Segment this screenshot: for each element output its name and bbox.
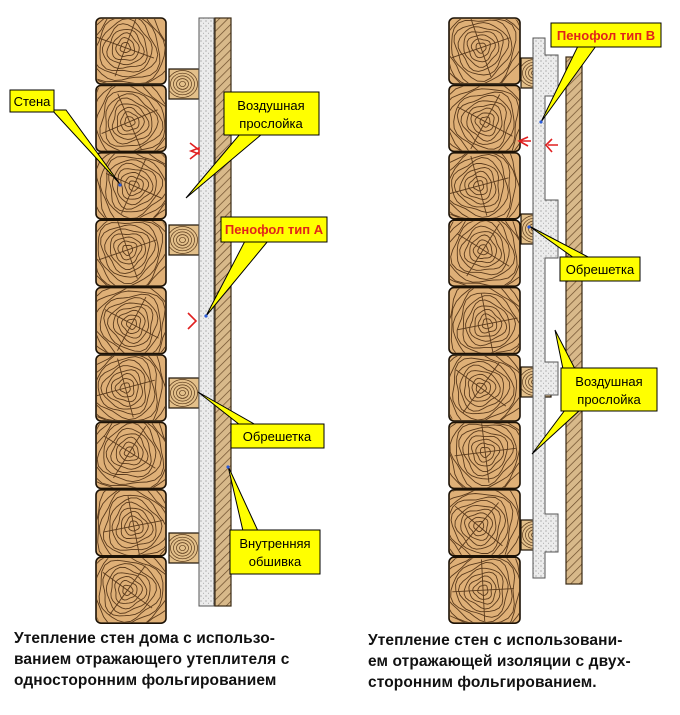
log-cross-section: [95, 354, 167, 422]
foil-a-callout: Пенофол тип А: [204, 216, 328, 318]
right-battens-callout: Обрешетка: [527, 225, 641, 282]
right-air-arrow-1: [517, 136, 531, 147]
right-diagram: Пенофол тип В Обрешетка Воздушная просло…: [448, 17, 662, 625]
log-cross-section: [95, 17, 167, 85]
log-cross-section: [95, 421, 167, 490]
right-battens-label: Обрешетка: [566, 262, 635, 277]
batten-section: [168, 377, 200, 409]
foil-a-label: Пенофол тип А: [225, 222, 324, 237]
foil-b-label: Пенофол тип В: [557, 28, 655, 43]
log-cross-section: [448, 17, 521, 85]
left-battens: [168, 68, 200, 564]
left-diagram: Стена Воздушная прослойка Пенофол тип А …: [9, 17, 328, 625]
inner-lining-label-2: обшивка: [249, 554, 302, 569]
right-air-gap-label-1: Воздушная: [575, 374, 642, 389]
log-cross-section: [95, 488, 167, 557]
left-air-arrow-2: [187, 312, 198, 330]
left-air-arrow-1: [188, 142, 200, 160]
batten-section: [168, 68, 200, 100]
right-outer-lining: [565, 56, 583, 585]
foil-b-callout: Пенофол тип В: [539, 22, 662, 124]
right-caption-line-3: сторонним фольгированием.: [368, 674, 597, 691]
log-cross-section: [95, 84, 167, 153]
log-cross-section: [95, 219, 167, 287]
wall-label: Стена: [14, 94, 52, 109]
log-cross-section: [448, 488, 521, 557]
right-air-gap-label-2: прослойка: [577, 392, 641, 407]
left-caption-line-1: Утепление стен дома с использо-: [14, 630, 276, 647]
right-foil-layer: [532, 37, 559, 579]
left-caption-line-2: ванием отражающего утеплителя с: [14, 651, 290, 668]
left-air-gap-callout: Воздушная прослойка: [185, 91, 320, 199]
left-log-wall: [95, 17, 167, 625]
right-caption-line-1: Утепление стен с использовани-: [368, 632, 623, 649]
right-caption: Утепление стен с использовани- ем отража…: [368, 630, 631, 693]
right-log-wall: [448, 17, 521, 625]
log-cross-section: [448, 421, 521, 490]
right-air-arrow-2: [544, 138, 558, 153]
inner-lining-callout: Внутренняя обшивка: [226, 465, 321, 575]
log-cross-section: [448, 286, 521, 355]
inner-lining-label-1: Внутренняя: [239, 536, 310, 551]
left-battens-callout: Обрешетка: [197, 391, 325, 449]
left-caption: Утепление стен дома с использо- ванием о…: [14, 628, 289, 691]
left-air-gap-label-1: Воздушная: [237, 98, 304, 113]
left-caption-line-3: односторонним фольгированием: [14, 672, 277, 689]
log-cross-section: [95, 556, 167, 625]
log-cross-section: [448, 84, 521, 153]
log-cross-section: [95, 152, 167, 220]
wall-callout: Стена: [9, 89, 122, 187]
left-foil-layer: [198, 17, 215, 607]
left-air-gap-label-2: прослойка: [239, 116, 303, 131]
right-air-gap-callout: Воздушная прослойка: [531, 329, 658, 455]
log-cross-section: [448, 219, 521, 287]
log-cross-section: [448, 152, 521, 220]
log-cross-section: [448, 354, 521, 422]
right-caption-line-2: ем отражающей изоляции с двух-: [368, 653, 631, 670]
log-cross-section: [95, 286, 167, 355]
batten-section: [168, 224, 200, 256]
log-cross-section: [448, 556, 521, 625]
left-battens-label: Обрешетка: [243, 429, 312, 444]
batten-section: [168, 532, 200, 564]
